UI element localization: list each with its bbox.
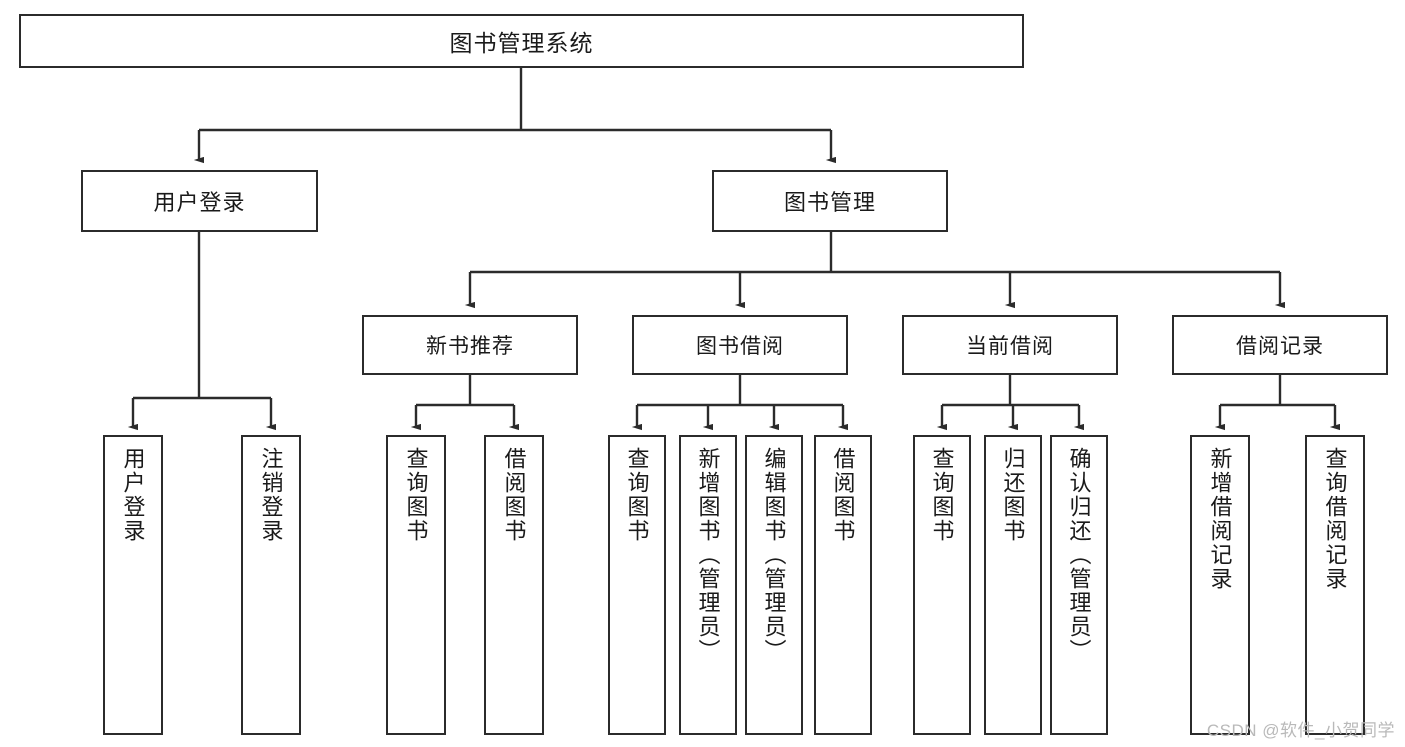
- leaf-node-label: 借阅图书: [830, 447, 856, 543]
- leaf-node[interactable]: 确认归还（管理员）: [1050, 435, 1108, 735]
- node-book-borrow-label: 图书借阅: [696, 335, 784, 358]
- node-borrow-record[interactable]: 借阅记录: [1172, 315, 1388, 375]
- node-book-management[interactable]: 图书管理: [712, 170, 948, 232]
- node-user-login-label: 用户登录: [153, 190, 246, 215]
- leaf-node[interactable]: 用户登录: [103, 435, 163, 735]
- node-new-book-recommend[interactable]: 新书推荐: [362, 315, 578, 375]
- leaf-node[interactable]: 归还图书: [984, 435, 1042, 735]
- leaf-node-label: 编辑图书（管理员）: [761, 447, 787, 663]
- leaf-node[interactable]: 新增借阅记录: [1190, 435, 1250, 735]
- leaf-node[interactable]: 查询借阅记录: [1305, 435, 1365, 735]
- leaf-node[interactable]: 查询图书: [913, 435, 971, 735]
- node-borrow-record-label: 借阅记录: [1236, 335, 1324, 358]
- leaf-node[interactable]: 查询图书: [608, 435, 666, 735]
- node-user-login[interactable]: 用户登录: [81, 170, 318, 232]
- leaf-node-label: 查询图书: [624, 447, 650, 543]
- leaf-node-label: 用户登录: [120, 447, 146, 543]
- node-root[interactable]: 图书管理系统: [19, 14, 1024, 68]
- leaf-node-label: 查询借阅记录: [1322, 447, 1348, 591]
- node-new-book-recommend-label: 新书推荐: [426, 335, 514, 358]
- leaf-node-label: 确认归还（管理员）: [1066, 447, 1092, 663]
- csdn-watermark: CSDN @软件_小贺同学: [1206, 721, 1395, 740]
- leaf-node[interactable]: 查询图书: [386, 435, 446, 735]
- leaf-node-label: 新增图书（管理员）: [695, 447, 721, 663]
- node-root-label: 图书管理系统: [449, 30, 594, 56]
- leaf-node-label: 查询图书: [929, 447, 955, 543]
- leaf-node-label: 归还图书: [1000, 447, 1026, 543]
- leaf-node[interactable]: 编辑图书（管理员）: [745, 435, 803, 735]
- leaf-node-label: 借阅图书: [501, 447, 527, 543]
- leaf-node[interactable]: 借阅图书: [484, 435, 544, 735]
- leaf-node-label: 注销登录: [258, 447, 284, 543]
- leaf-node-label: 查询图书: [403, 447, 429, 543]
- leaf-node[interactable]: 注销登录: [241, 435, 301, 735]
- leaf-node[interactable]: 借阅图书: [814, 435, 872, 735]
- node-current-borrow[interactable]: 当前借阅: [902, 315, 1118, 375]
- leaf-node-label: 新增借阅记录: [1207, 447, 1233, 591]
- node-book-management-label: 图书管理: [783, 190, 876, 215]
- node-current-borrow-label: 当前借阅: [966, 335, 1054, 358]
- node-book-borrow[interactable]: 图书借阅: [632, 315, 848, 375]
- leaf-node[interactable]: 新增图书（管理员）: [679, 435, 737, 735]
